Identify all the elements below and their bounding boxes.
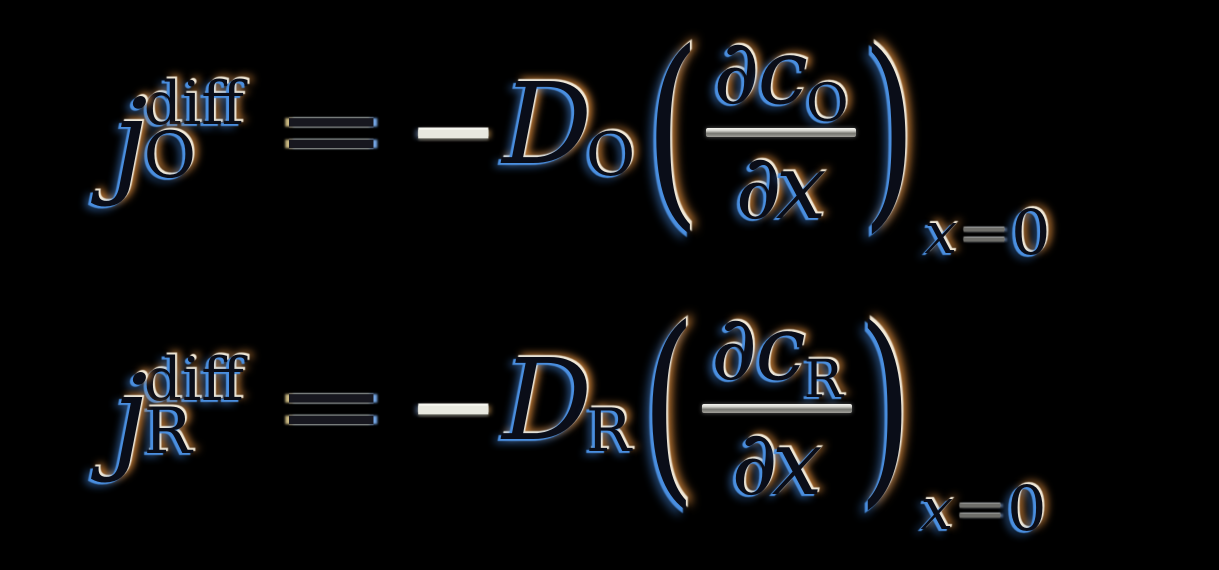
equation-flux-reduced: j diff R = − D R ( ∂ c R ∂ x ) x = 0 [112,283,1047,540]
flux-superscript-diff: diff [143,68,244,139]
concentration-subscript: O [806,74,849,134]
flux-subscript-species: O [143,118,197,193]
partial-derivative-fraction: ∂ c R ∂ x [701,296,852,509]
coefficient-D: D [502,335,593,466]
boundary-value: 0 [1007,472,1047,545]
boundary-equals: = [952,480,1008,538]
fraction-bar [705,128,856,137]
boundary-condition: x = 0 [925,202,1051,264]
flux-term: j diff O [112,73,244,200]
flux-term: j diff R [112,349,244,476]
fraction-denominator: ∂ x [735,143,826,233]
flux-symbol-j: j [112,75,148,209]
equals-sign: = [274,67,388,193]
x-variable: x [771,411,823,516]
concentration-symbol: c [757,20,809,125]
boundary-variable: x [920,475,954,543]
fraction-numerator: ∂ c R [710,296,843,407]
close-paren: ) [861,7,917,252]
concentration-subscript: R [803,350,843,410]
open-paren: ( [645,7,700,252]
equals-sign: = [274,343,388,469]
boundary-variable: x [924,199,958,267]
open-paren: ( [641,283,696,528]
coefficient-subscript: O [586,119,636,190]
minus-sign: − [406,341,501,472]
fraction-numerator: ∂ c O [713,20,849,131]
diffusion-coefficient-term: D R [502,345,632,466]
concentration-symbol: c [755,296,806,401]
x-variable: x [775,135,827,240]
diffusion-coefficient-term: D O [502,69,636,190]
boundary-condition: x = 0 [920,478,1046,540]
coefficient-D: D [502,59,593,190]
partial-symbol: ∂ [710,296,758,401]
partial-symbol: ∂ [713,20,760,125]
boundary-value: 0 [1011,196,1051,269]
equation-flux-oxidized: j diff O = − D O ( ∂ c O ∂ x ) x = 0 [112,7,1051,264]
close-paren: ) [857,283,913,528]
minus-sign: − [406,65,501,196]
flux-subscript-species: R [143,394,192,469]
fraction-bar [701,404,852,413]
coefficient-subscript: R [586,395,632,466]
partial-symbol: ∂ [731,411,778,516]
partial-symbol: ∂ [735,135,782,240]
fraction-denominator: ∂ x [731,419,822,509]
flux-scripts: diff O [144,74,244,188]
partial-derivative-fraction: ∂ c O ∂ x [705,20,856,233]
flux-scripts: diff R [144,350,244,464]
flux-superscript-diff: diff [143,344,244,415]
boundary-equals: = [956,204,1012,262]
flux-symbol-j: j [112,351,148,485]
